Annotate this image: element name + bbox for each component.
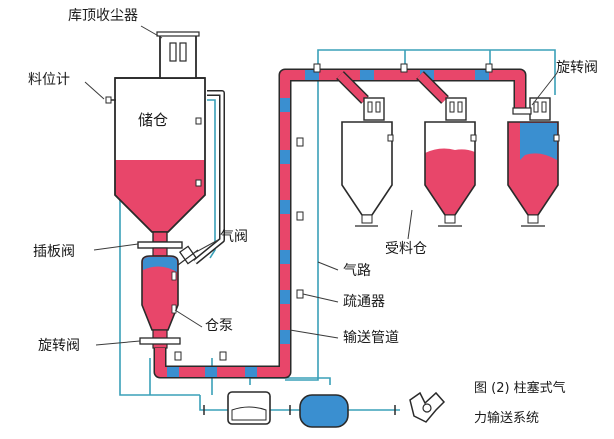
air-valve — [177, 245, 199, 266]
receiving-bin-3 — [507, 97, 560, 227]
leader-lines — [84, 25, 558, 346]
exhaust-duct — [193, 90, 225, 265]
dust-collector-label: 库顶收尘器 — [68, 8, 138, 24]
air-receiver-tank — [299, 394, 349, 428]
rotary-valve-right-label: 旋转阀 — [556, 60, 598, 76]
water-tank — [227, 391, 271, 425]
level-meter-label: 料位计 — [28, 72, 70, 88]
compressor — [409, 391, 446, 423]
rotary-valve-left-label: 旋转阀 — [38, 338, 80, 354]
air-valve-label: 气阀 — [220, 229, 248, 245]
small-valves — [203, 405, 396, 415]
air-line-network — [119, 49, 556, 411]
dredger-label: 疏通器 — [343, 294, 385, 310]
storage-bin — [105, 31, 206, 243]
receiving-bin-2 — [424, 97, 477, 227]
caption-line-2: 力输送系统 — [474, 411, 540, 426]
dredger-markers — [174, 63, 493, 361]
conveying-pipe — [153, 68, 527, 379]
pump-bin-label: 仓泵 — [205, 318, 233, 334]
receiving-bin-label: 受料仓 — [385, 241, 427, 257]
pump-bin — [139, 255, 181, 349]
receiving-bin-1 — [341, 97, 394, 227]
air-path-label: 气路 — [343, 263, 371, 279]
gate-valve-label: 插板阀 — [33, 244, 75, 260]
conveying-pipe-label: 输送管道 — [343, 330, 399, 346]
gate-valve — [137, 241, 183, 257]
storage-bin-label: 储仓 — [138, 111, 169, 129]
caption-line-1: 图 (2) 柱塞式气 — [474, 381, 566, 396]
